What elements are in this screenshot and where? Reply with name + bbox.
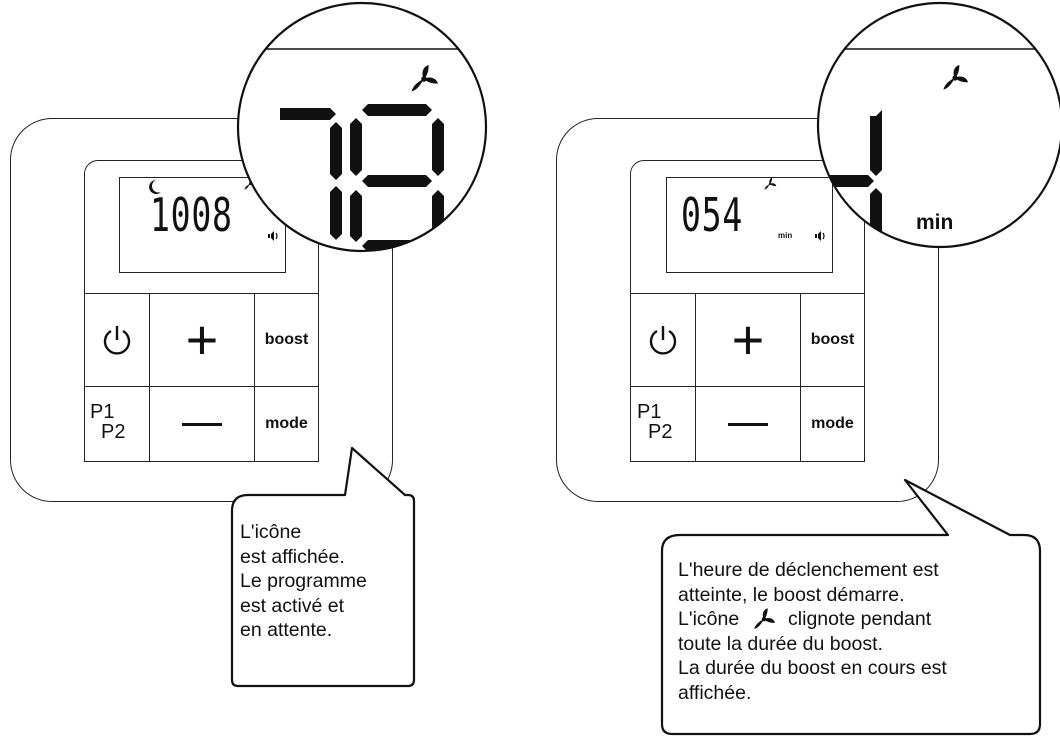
right-callout-text: L'heure de déclenchement est atteinte, l… [678,559,947,704]
left-plus-button[interactable]: + [149,293,255,387]
power-icon [649,326,677,355]
left-boost-button[interactable]: boost [254,293,319,387]
left-minus-bar [182,422,222,426]
left-minus-button[interactable] [149,386,255,462]
right-lcd-digits: 054 [681,188,743,242]
left-p2-label: P2 [101,421,126,443]
fan-icon [764,177,777,190]
left-mode-button[interactable]: mode [254,386,319,462]
right-plus-button[interactable]: + [695,293,801,387]
speaker-icon [815,231,825,241]
power-icon [103,326,131,355]
right-p2-label: P2 [648,421,673,443]
right-magnified-unit: min [916,211,954,234]
left-p1p2-button[interactable] [84,386,150,462]
right-mode-button[interactable]: mode [800,386,865,462]
fan-icon [943,64,969,90]
speaker-icon [268,231,278,241]
moon-icon [149,180,161,194]
fan-icon [753,608,775,629]
left-lcd-digits: 1008 [150,188,233,242]
right-lcd-unit: min [778,231,793,240]
right-p1-label: P1 [637,401,662,423]
right-power-button[interactable] [630,293,696,387]
right-minus-bar [728,422,768,426]
fan-icon [411,65,438,92]
right-minus-button[interactable] [695,386,801,462]
left-p1-label: P1 [90,401,115,423]
left-callout-text: L'icône est affichée. Le programme est a… [240,521,367,641]
right-lcd [666,177,833,273]
